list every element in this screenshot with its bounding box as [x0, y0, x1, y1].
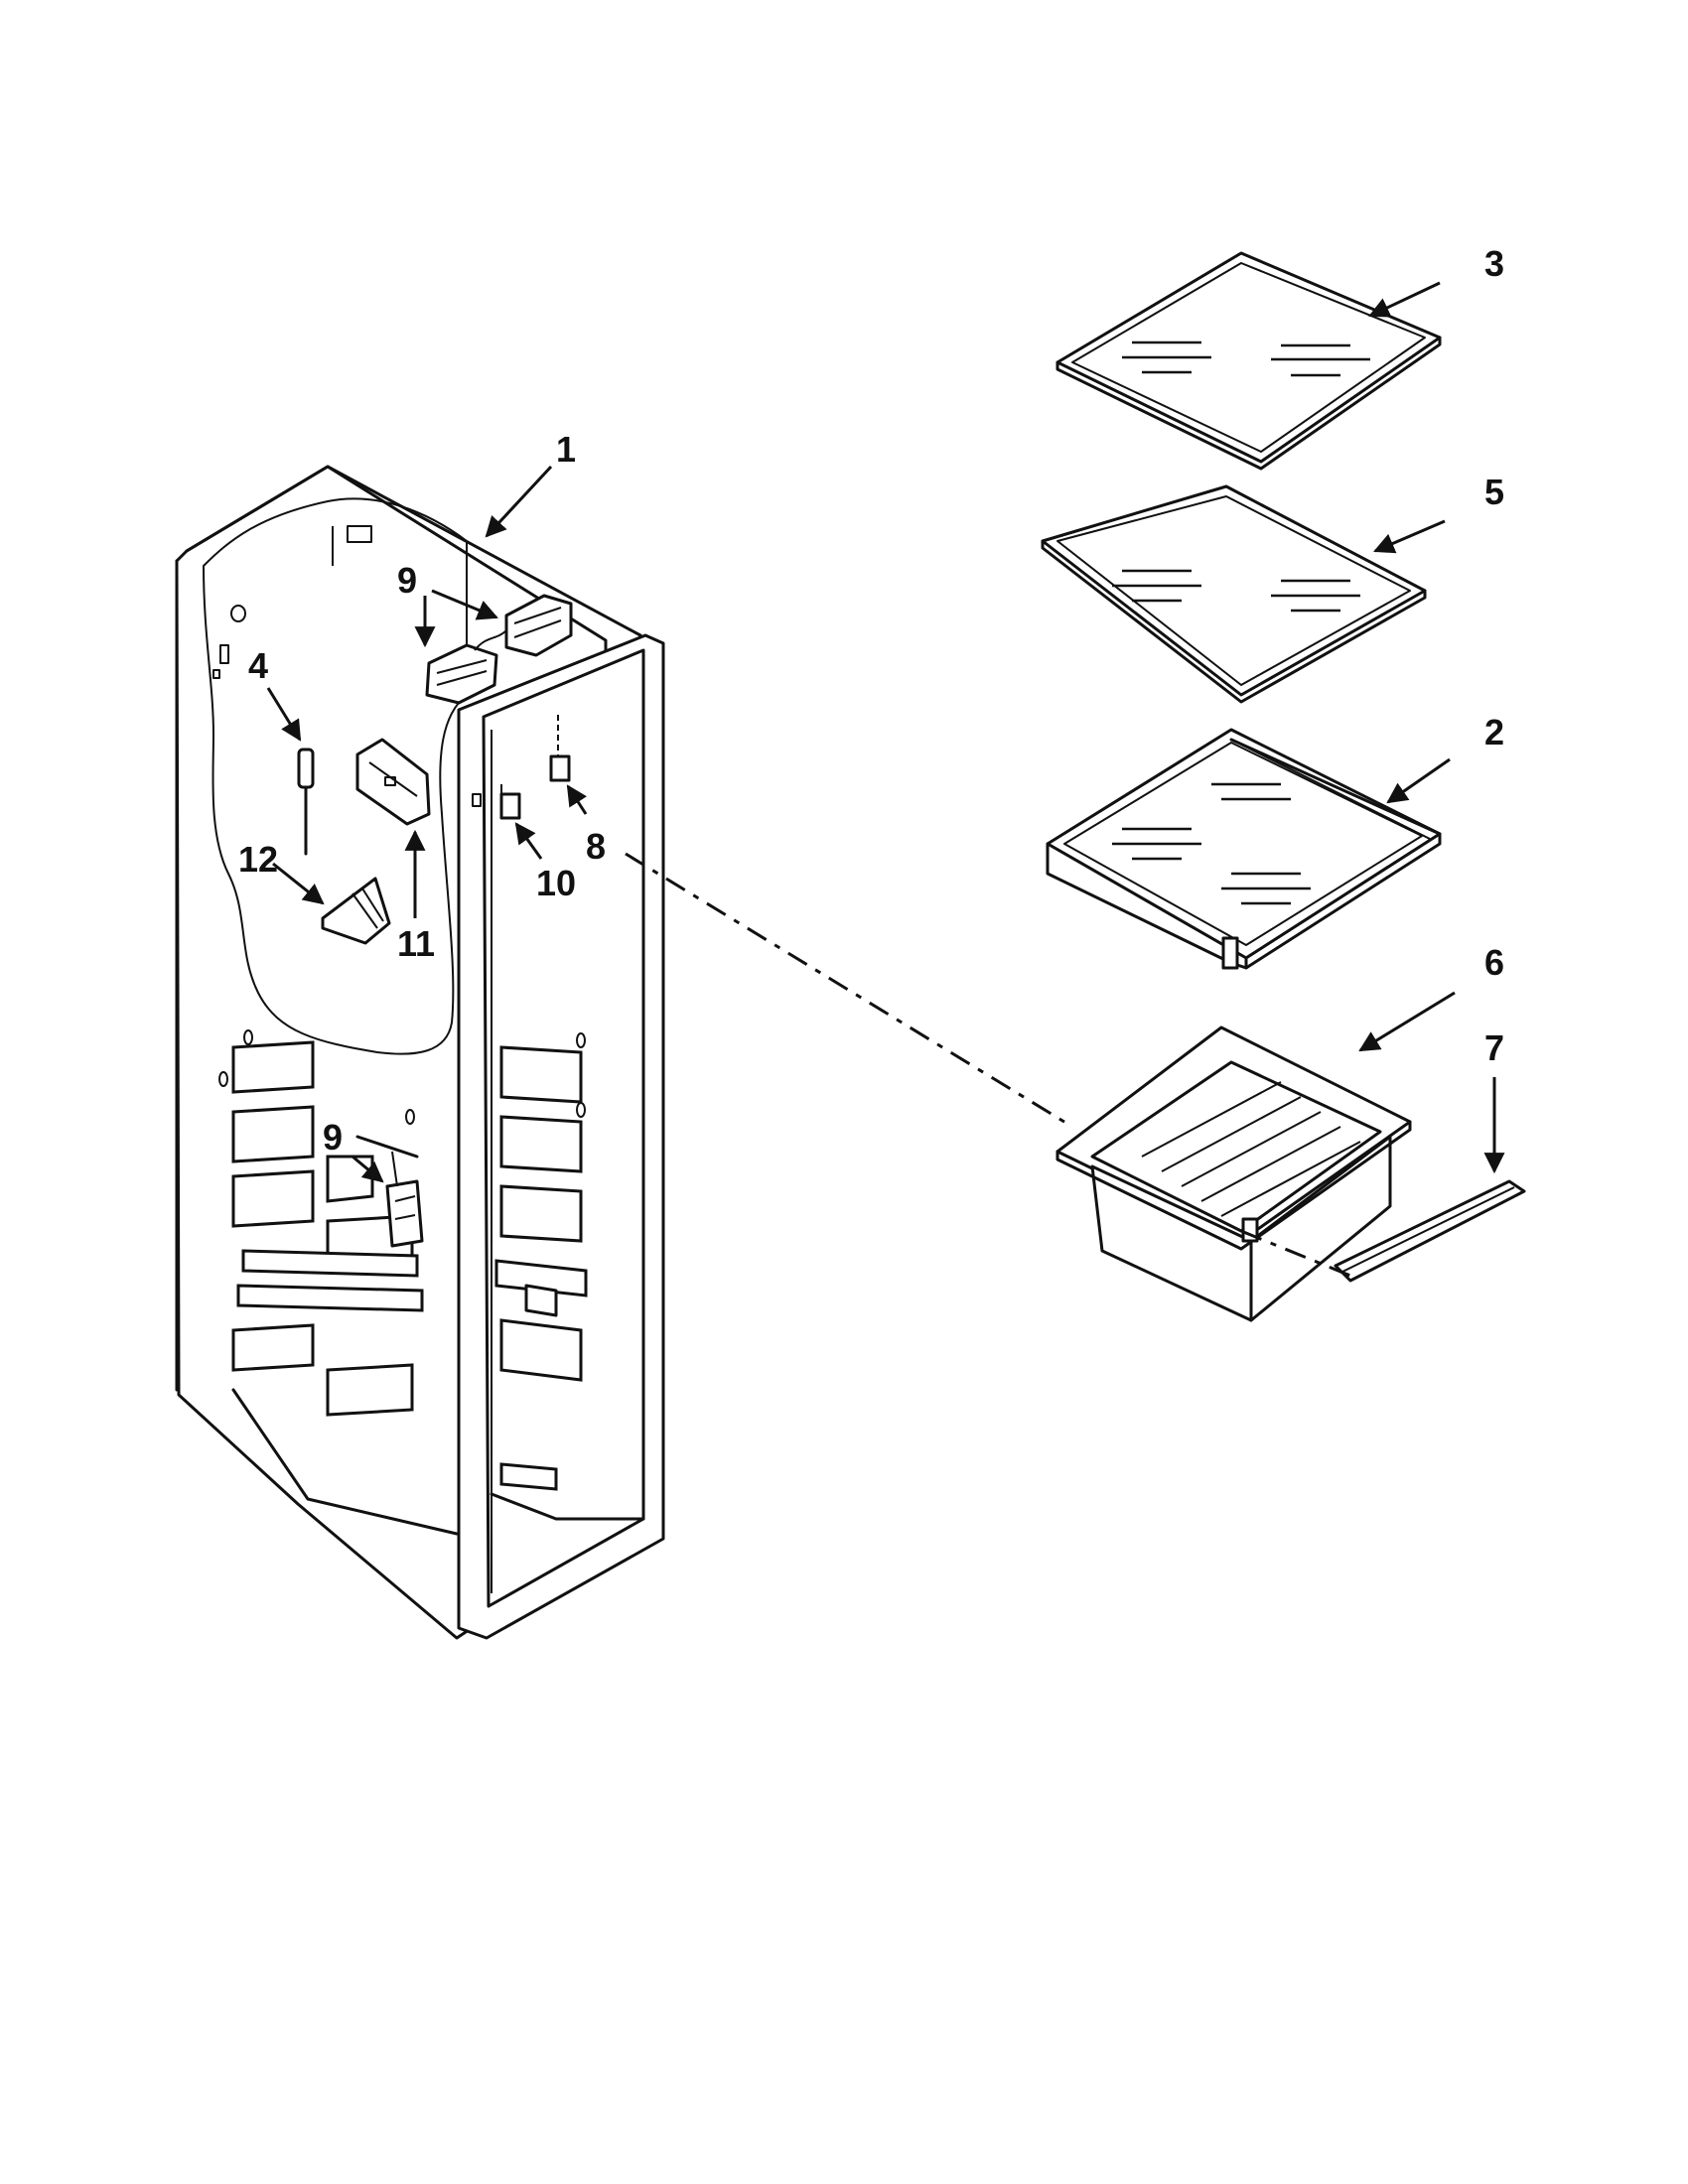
callout-4: 4 — [248, 645, 268, 686]
callout-7: 7 — [1484, 1027, 1504, 1068]
control-part-9-upper — [425, 594, 573, 705]
callout-12: 12 — [238, 839, 278, 880]
rail-part-7 — [1334, 1179, 1526, 1283]
switch-part-10 — [499, 784, 521, 820]
shield-part-12 — [321, 877, 391, 945]
control-part-9-lower — [355, 1135, 424, 1248]
dashed-leader-line-rail — [1240, 1229, 1351, 1278]
light-housing-part-11 — [355, 738, 431, 826]
glass-shelf-part-3 — [1055, 251, 1442, 471]
callout-labels: 1 3 5 2 6 7 9 4 12 11 10 8 9 — [238, 243, 1504, 1158]
callout-1: 1 — [556, 429, 576, 470]
callout-9-upper: 9 — [397, 560, 417, 601]
callout-pointers — [266, 281, 1505, 1183]
callout-10: 10 — [536, 863, 576, 903]
dashed-leader-line — [625, 852, 1073, 1129]
switch-part-8 — [549, 715, 571, 782]
callout-3: 3 — [1484, 243, 1504, 284]
callout-5: 5 — [1484, 472, 1504, 512]
liner-assembly — [175, 465, 665, 1640]
right-wall-panels — [494, 1032, 588, 1491]
crisper-drawer-part-6 — [1055, 1025, 1412, 1322]
left-wall-panels — [218, 1029, 424, 1417]
sensor-part-4 — [297, 748, 315, 856]
framed-shelf-part-2 — [1046, 728, 1442, 970]
glass-shelf-part-5 — [1041, 484, 1427, 704]
callout-11: 11 — [397, 923, 435, 964]
callout-9-lower: 9 — [323, 1117, 343, 1158]
callout-2: 2 — [1484, 712, 1504, 752]
callout-8: 8 — [586, 826, 606, 867]
callout-6: 6 — [1484, 942, 1504, 983]
